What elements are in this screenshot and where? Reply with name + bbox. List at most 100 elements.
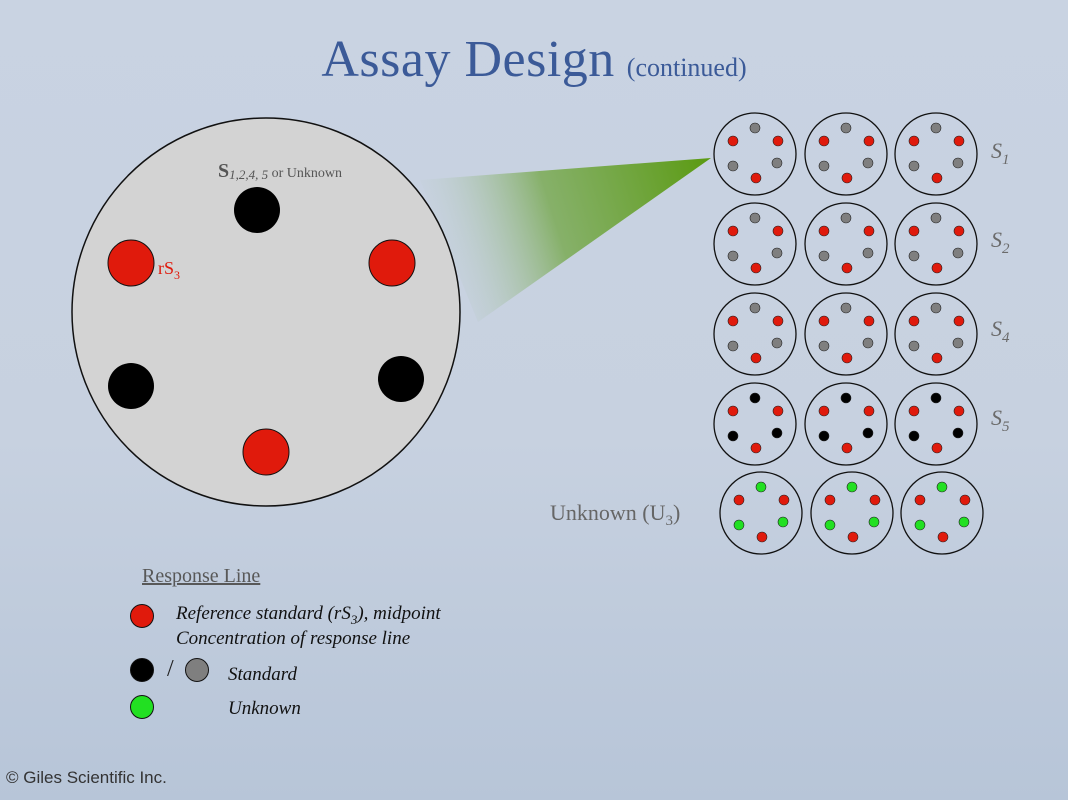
- standard-well: [727, 430, 739, 442]
- plate-outline: [713, 112, 797, 196]
- standard-well: [840, 392, 852, 404]
- plate-unknown-3: [900, 471, 984, 555]
- plate-outline: [804, 112, 888, 196]
- standard-well: [862, 247, 874, 259]
- standard-well: [749, 212, 761, 224]
- copyright: © Giles Scientific Inc.: [6, 768, 167, 787]
- unknown-well: [958, 516, 970, 528]
- plate-unknown-2: [810, 471, 894, 555]
- large-well-reference: [368, 239, 416, 287]
- large-well-standard: [108, 363, 154, 409]
- reference-well: [847, 531, 859, 543]
- plate-outline: [804, 292, 888, 376]
- reference-well: [727, 405, 739, 417]
- legend-slash: /: [167, 656, 174, 682]
- reference-well: [818, 135, 830, 147]
- standard-well: [862, 427, 874, 439]
- standard-well: [840, 212, 852, 224]
- reference-well: [772, 225, 784, 237]
- plate-outline: [804, 202, 888, 286]
- plate-grid: [713, 112, 984, 555]
- standard-well: [840, 122, 852, 134]
- reference-well: [750, 442, 762, 454]
- standard-well: [930, 212, 942, 224]
- zoom-well-label: S1,2,4, 5 or Unknown: [218, 160, 342, 182]
- plate-s2-3: [894, 202, 978, 286]
- plate-outline: [894, 292, 978, 376]
- legend-unknown-text: Unknown: [228, 698, 301, 719]
- standard-well: [908, 160, 920, 172]
- reference-well: [772, 135, 784, 147]
- page-title: Assay Design(continued): [0, 30, 1068, 89]
- unknown-well: [846, 481, 858, 493]
- standard-well: [930, 392, 942, 404]
- standard-well: [771, 247, 783, 259]
- zoom-label-subscript: 1,2,4, 5: [229, 167, 269, 182]
- standard-well: [771, 427, 783, 439]
- reference-well: [908, 225, 920, 237]
- standard-well: [727, 250, 739, 262]
- unknown-well: [914, 519, 926, 531]
- standard-well: [771, 337, 783, 349]
- reference-well: [772, 315, 784, 327]
- standard-well: [930, 122, 942, 134]
- zoom-beam: [420, 158, 711, 322]
- standard-well: [862, 157, 874, 169]
- reference-well: [953, 315, 965, 327]
- standard-well: [908, 430, 920, 442]
- row-label-s2: S2: [991, 227, 1010, 257]
- reference-well: [841, 172, 853, 184]
- reference-well: [841, 352, 853, 364]
- reference-well: [953, 225, 965, 237]
- standard-well: [952, 337, 964, 349]
- reference-well: [908, 405, 920, 417]
- reference-well: [727, 315, 739, 327]
- reference-well: [931, 172, 943, 184]
- legend-standard-black-dot: [130, 658, 154, 682]
- reference-well: [750, 172, 762, 184]
- plate-outline: [719, 471, 803, 555]
- standard-well: [908, 340, 920, 352]
- large-well-reference: [242, 428, 290, 476]
- plate-s2-2: [804, 202, 888, 286]
- reference-well: [841, 442, 853, 454]
- plate-s4-1: [713, 292, 797, 376]
- reference-well: [818, 405, 830, 417]
- unknown-well: [755, 481, 767, 493]
- plate-outline: [894, 382, 978, 466]
- plate-outline: [713, 202, 797, 286]
- row-label-s1: S1: [991, 138, 1010, 168]
- reference-well: [727, 225, 739, 237]
- reference-well: [953, 405, 965, 417]
- reference-well: [756, 531, 768, 543]
- reference-well: [863, 135, 875, 147]
- reference-well: [931, 262, 943, 274]
- legend-reference-text-line2: Concentration of response line: [176, 628, 411, 649]
- reference-well: [863, 405, 875, 417]
- reference-well: [863, 225, 875, 237]
- reference-well: [733, 494, 745, 506]
- standard-well: [952, 157, 964, 169]
- large-well-reference: [107, 239, 155, 287]
- unknown-well: [868, 516, 880, 528]
- plate-s1-2: [804, 112, 888, 196]
- reference-well: [959, 494, 971, 506]
- reference-well: [727, 135, 739, 147]
- row-label-s4: S4: [991, 316, 1010, 346]
- reference-well: [869, 494, 881, 506]
- plate-outline: [894, 112, 978, 196]
- reference-well: [750, 262, 762, 274]
- plate-outline: [713, 382, 797, 466]
- unknown-well: [733, 519, 745, 531]
- plate-s4-2: [804, 292, 888, 376]
- plate-outline: [810, 471, 894, 555]
- plate-outline: [713, 292, 797, 376]
- legend-unknown-dot: [130, 695, 154, 719]
- reference-well: [841, 262, 853, 274]
- large-well-top: [234, 187, 280, 233]
- standard-well: [862, 337, 874, 349]
- standard-well: [818, 430, 830, 442]
- reference-well: [824, 494, 836, 506]
- reference-well: [863, 315, 875, 327]
